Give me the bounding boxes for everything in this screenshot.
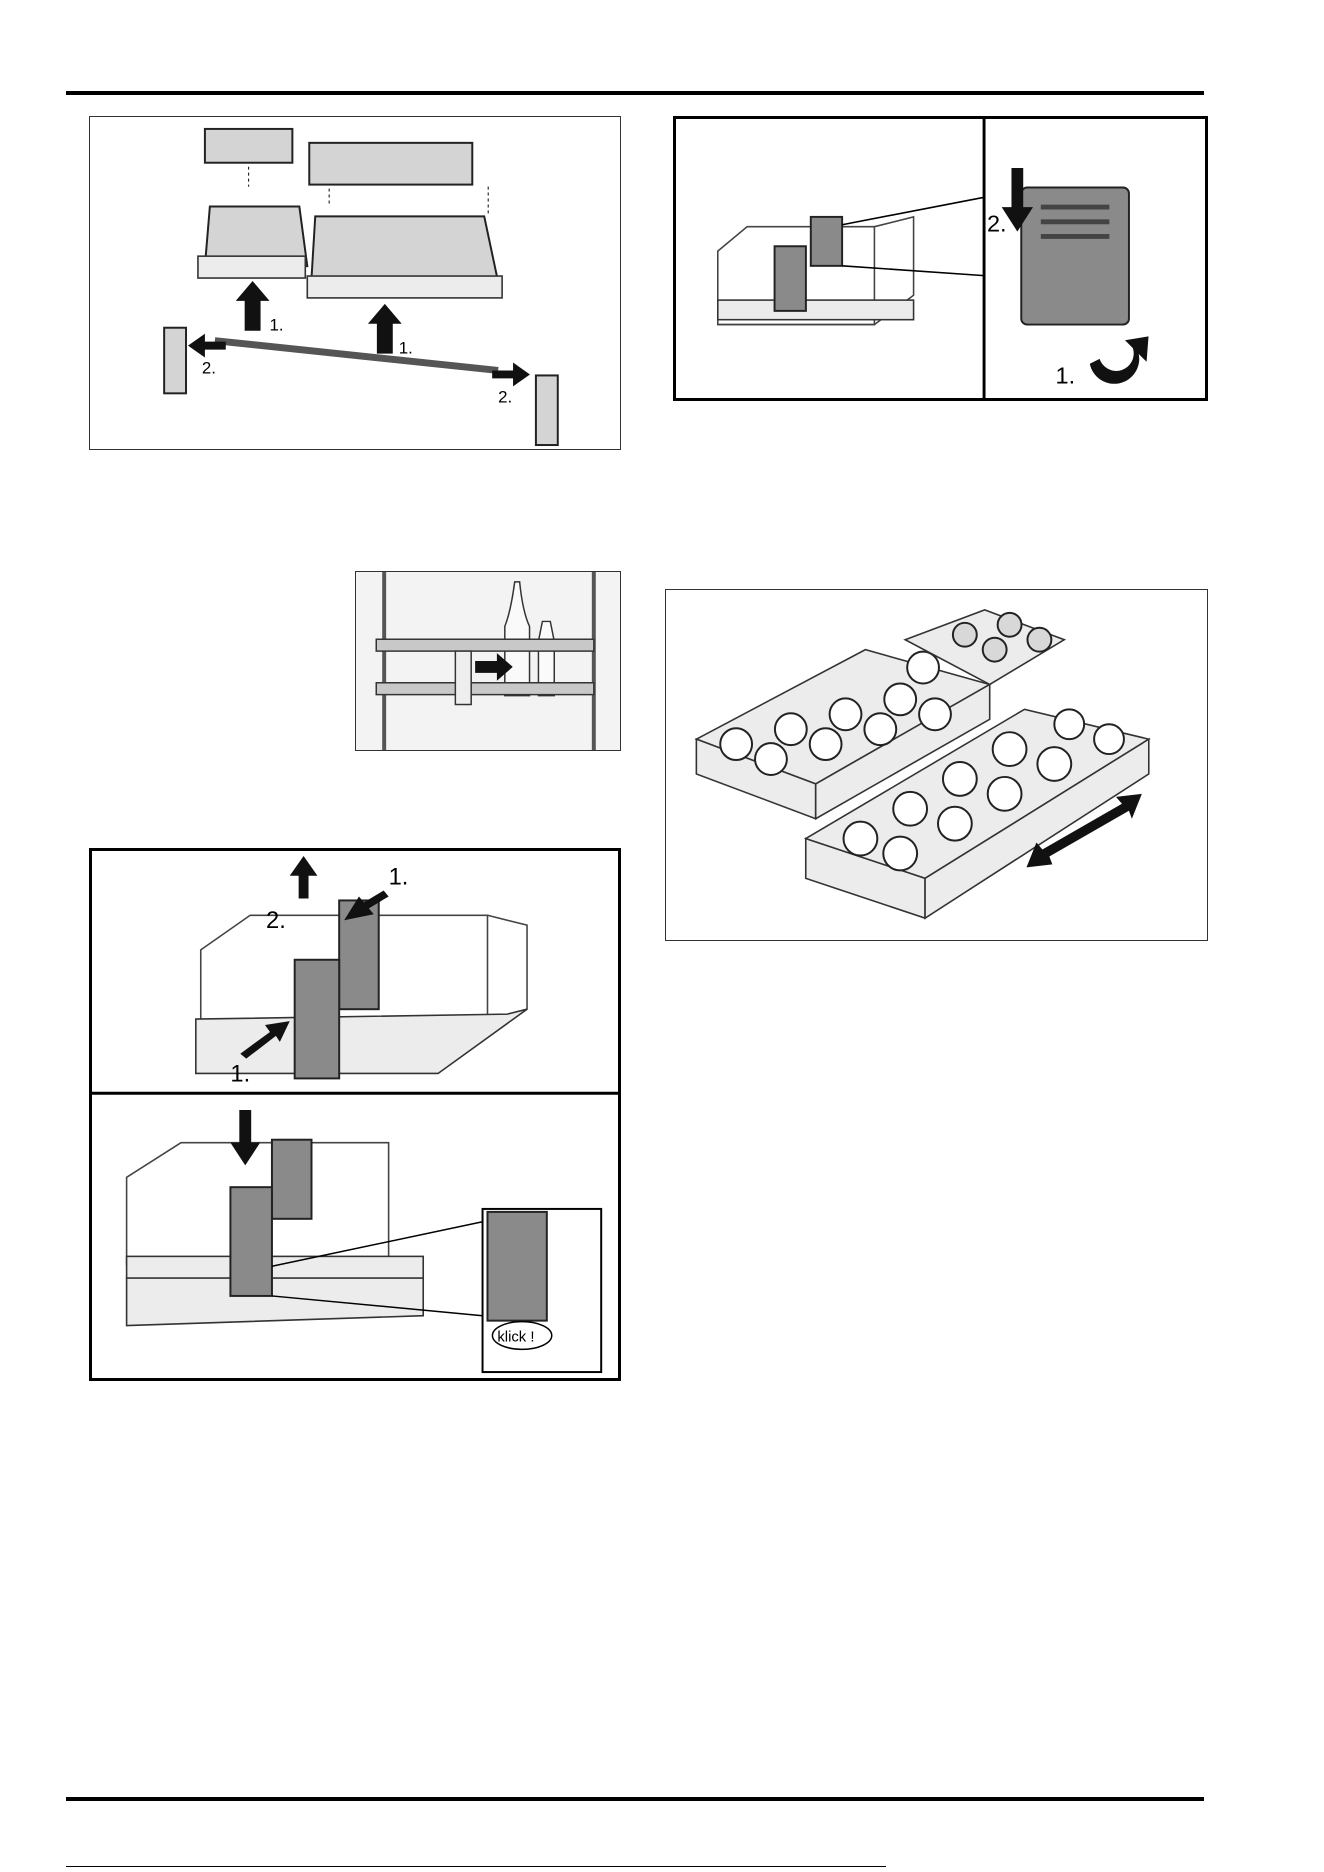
footer-thin-rule — [66, 1866, 886, 1867]
upper-cover-right — [309, 143, 472, 185]
step-label: 2. — [266, 908, 286, 934]
arrow-down — [230, 1110, 260, 1165]
step-label: 2. — [202, 358, 216, 377]
figure-drawer-partition: 1. 2. 1. klick ! — [89, 848, 621, 1381]
arrow-up — [290, 856, 318, 899]
figure-divider-slide: 2. 1. — [673, 116, 1208, 401]
arrow-up-left — [236, 281, 270, 331]
partition-part-lower — [295, 960, 339, 1079]
rail-bracket-left — [164, 328, 186, 394]
step-label: 2. — [498, 387, 512, 406]
divider-part-upper — [811, 217, 842, 266]
divider-part-lower — [775, 246, 806, 311]
bottle-holder-illustration — [356, 572, 620, 750]
arrow-left — [188, 334, 226, 358]
rotate-arrow — [1090, 336, 1149, 383]
upper-cover-left — [205, 129, 292, 163]
partition-part-lower — [230, 1187, 272, 1296]
step-label: 1. — [270, 316, 284, 335]
figure-shelf-removal: 1. 1. 2. 2. — [89, 116, 621, 450]
arrow-right — [492, 363, 530, 387]
bottle-clip — [455, 651, 471, 704]
header-rule — [66, 91, 1204, 95]
step-label: 1. — [399, 339, 413, 358]
footer-rule — [66, 1797, 1204, 1801]
egg-trays-illustration — [666, 590, 1207, 940]
rail-bar — [215, 341, 498, 371]
click-label: klick ! — [497, 1329, 534, 1345]
step-label: 1. — [230, 1061, 250, 1087]
arrow-up-right — [368, 304, 402, 354]
divider-slide-illustration: 2. 1. — [676, 119, 1205, 398]
partition-part-upper — [272, 1140, 312, 1219]
figure-egg-trays — [665, 589, 1208, 941]
door-shelf-right — [311, 216, 498, 282]
step-label: 1. — [389, 865, 409, 891]
partition-detail — [487, 1212, 546, 1321]
drawer-partition-illustration: 1. 2. 1. klick ! — [92, 851, 618, 1378]
shelf-removal-illustration: 1. 1. 2. 2. — [90, 117, 620, 449]
rail-bracket-right — [536, 375, 558, 445]
step-label: 2. — [987, 211, 1007, 237]
figure-bottle-holder — [355, 571, 621, 751]
step-label: 1. — [1056, 362, 1076, 388]
